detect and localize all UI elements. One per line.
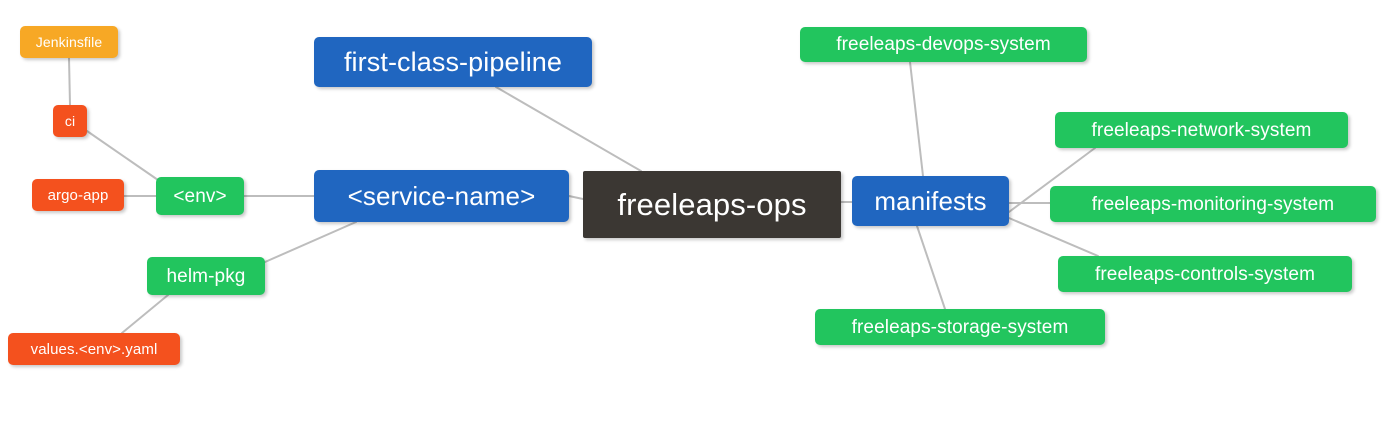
mindmap-node-monitoring-system[interactable]: freeleaps-monitoring-system xyxy=(1050,186,1376,222)
mindmap-node-ci[interactable]: ci xyxy=(53,105,87,137)
mindmap-node-network-system[interactable]: freeleaps-network-system xyxy=(1055,112,1348,148)
mindmap-node-devops-system[interactable]: freeleaps-devops-system xyxy=(800,27,1087,62)
edge-manifests-to-controls-system xyxy=(1008,217,1099,257)
mindmap-node-freeleaps-ops[interactable]: freeleaps-ops xyxy=(583,171,841,238)
mindmap-node-controls-system[interactable]: freeleaps-controls-system xyxy=(1058,256,1352,292)
mindmap-node-argo-app[interactable]: argo-app xyxy=(32,179,124,211)
mindmap-node-helm-pkg[interactable]: helm-pkg xyxy=(147,257,265,295)
mindmap-node-storage-system[interactable]: freeleaps-storage-system xyxy=(815,309,1105,345)
mindmap-node-env[interactable]: <env> xyxy=(156,177,244,215)
edge-helm-pkg-to-values-yaml xyxy=(121,294,169,334)
edge-service-name-to-helm-pkg xyxy=(264,221,357,263)
edge-manifests-to-devops-system xyxy=(909,61,924,177)
mindmap-node-manifests[interactable]: manifests xyxy=(852,176,1009,226)
edge-ci-to-env xyxy=(86,130,159,181)
mindmap-node-values-yaml[interactable]: values.<env>.yaml xyxy=(8,333,180,365)
mindmap-node-jenkinsfile[interactable]: Jenkinsfile xyxy=(20,26,118,58)
mindmap-node-service-name[interactable]: <service-name> xyxy=(314,170,569,222)
edge-manifests-to-storage-system xyxy=(916,225,946,310)
edge-pipeline-to-freeleaps-ops xyxy=(495,86,642,172)
edge-service-name-to-freeleaps-ops xyxy=(568,195,584,200)
mindmap-node-pipeline[interactable]: first-class-pipeline xyxy=(314,37,592,87)
edge-jenkinsfile-to-ci xyxy=(68,57,71,106)
